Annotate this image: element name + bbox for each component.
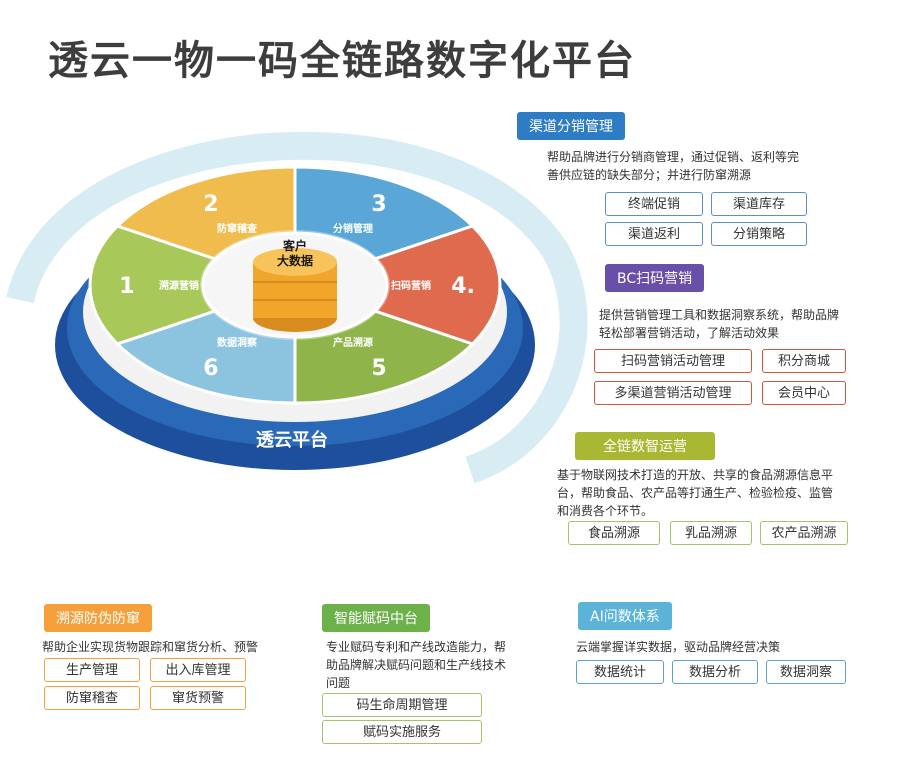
tag-data-stats[interactable]: 数据统计 <box>576 660 664 684</box>
segment-label-4: 扫码营销 <box>391 279 431 292</box>
coding-header: 智能赋码中台 <box>322 604 430 632</box>
segment-label-2: 防窜稽查 <box>217 222 258 235</box>
chain-desc-2: 台，帮助食品、农产品等打通生产、检验检疫、监管 <box>557 486 834 500</box>
segment-number-6: 6 <box>203 356 218 381</box>
segment-number-5: 5 <box>371 356 386 381</box>
platform-label: 透云平台 <box>256 429 328 451</box>
ai-header: AI问数体系 <box>578 602 672 630</box>
bc-desc-1: 提供营销管理工具和数据洞察系统，帮助品牌 <box>599 308 840 322</box>
tag-terminal-promo[interactable]: 终端促销 <box>605 192 703 216</box>
wheel-segment-4 <box>371 224 502 346</box>
ai-desc-1: 云端掌握详实数据，驱动品牌经营决策 <box>576 640 781 654</box>
bc-desc-2: 轻松部署营销活动，了解活动效果 <box>599 326 780 340</box>
tag-multichannel-activity-mgmt[interactable]: 多渠道营销活动管理 <box>594 381 752 405</box>
tag-channel-inventory[interactable]: 渠道库存 <box>711 192 807 216</box>
segment-number-1: 1 <box>119 274 134 299</box>
channel-desc-2: 善供应链的缺失部分；并进行防窜溯源 <box>547 168 752 182</box>
tag-distribution-strategy[interactable]: 分销策略 <box>711 222 807 246</box>
wheel-segment-6 <box>114 309 297 405</box>
segment-number-3: 3 <box>371 192 386 217</box>
tag-agri-trace[interactable]: 农产品溯源 <box>760 521 848 545</box>
trace-header: 溯源防伪防窜 <box>44 604 152 632</box>
coding-desc-1: 专业赋码专利和产线改造能力，帮 <box>326 640 507 654</box>
tag-member-center[interactable]: 会员中心 <box>762 381 846 405</box>
segment-label-5: 产品溯源 <box>333 336 373 349</box>
tag-diversion-warning[interactable]: 窜货预警 <box>150 686 246 710</box>
wheel-segment-3 <box>293 165 476 261</box>
segment-number-2: 2 <box>203 192 218 217</box>
wheel-segments: 1 溯源营销 2 防窜稽查 3 分销管理 4. 扫码营销 5 产品溯源 6 数据洞察 <box>88 165 502 405</box>
page-title: 透云一物一码全链路数字化平台 <box>48 38 636 84</box>
tag-channel-rebate[interactable]: 渠道返利 <box>605 222 703 246</box>
chain-header: 全链数智运营 <box>575 432 715 460</box>
tag-food-trace[interactable]: 食品溯源 <box>568 521 660 545</box>
tag-warehouse-mgmt[interactable]: 出入库管理 <box>150 658 246 682</box>
tag-dairy-trace[interactable]: 乳品溯源 <box>670 521 752 545</box>
coding-desc-3: 问题 <box>326 676 351 690</box>
tag-code-lifecycle[interactable]: 码生命周期管理 <box>322 693 482 717</box>
chain-desc-3: 和消费各个环节。 <box>557 504 654 518</box>
wheel-segment-2 <box>114 165 297 261</box>
wheel-segment-1 <box>88 224 219 346</box>
tag-data-insight[interactable]: 数据洞察 <box>766 660 846 684</box>
bc-header: BC扫码营销 <box>605 264 705 292</box>
trace-desc-1: 帮助企业实现货物跟踪和窜货分析、预警 <box>42 640 259 654</box>
segment-label-3: 分销管理 <box>333 222 373 235</box>
segment-number-4: 4. <box>451 274 475 299</box>
tag-anti-diversion-inspect[interactable]: 防窜稽查 <box>44 686 140 710</box>
tag-points-mall[interactable]: 积分商城 <box>762 349 846 373</box>
channel-desc-1: 帮助品牌进行分销商管理，通过促销、返利等完 <box>547 150 800 164</box>
channel-header: 渠道分销管理 <box>517 112 625 140</box>
segment-label-6: 数据洞察 <box>217 336 258 349</box>
coding-desc-2: 助品牌解决赋码问题和生产线技术 <box>326 658 507 672</box>
tag-coding-service[interactable]: 赋码实施服务 <box>322 720 482 744</box>
tag-scan-activity-mgmt[interactable]: 扫码营销活动管理 <box>594 349 752 373</box>
center-label-2: 大数据 <box>277 253 313 268</box>
chain-desc-1: 基于物联网技术打造的开放、共享的食品溯源信息平 <box>557 468 834 482</box>
tag-data-analysis[interactable]: 数据分析 <box>672 660 758 684</box>
segment-label-1: 溯源营销 <box>159 279 199 292</box>
tag-production-mgmt[interactable]: 生产管理 <box>44 658 140 682</box>
wheel-segment-5 <box>293 309 476 405</box>
cylinder-top <box>253 248 337 276</box>
background-swoosh <box>6 131 588 484</box>
center-label-1: 客户 <box>282 238 307 253</box>
